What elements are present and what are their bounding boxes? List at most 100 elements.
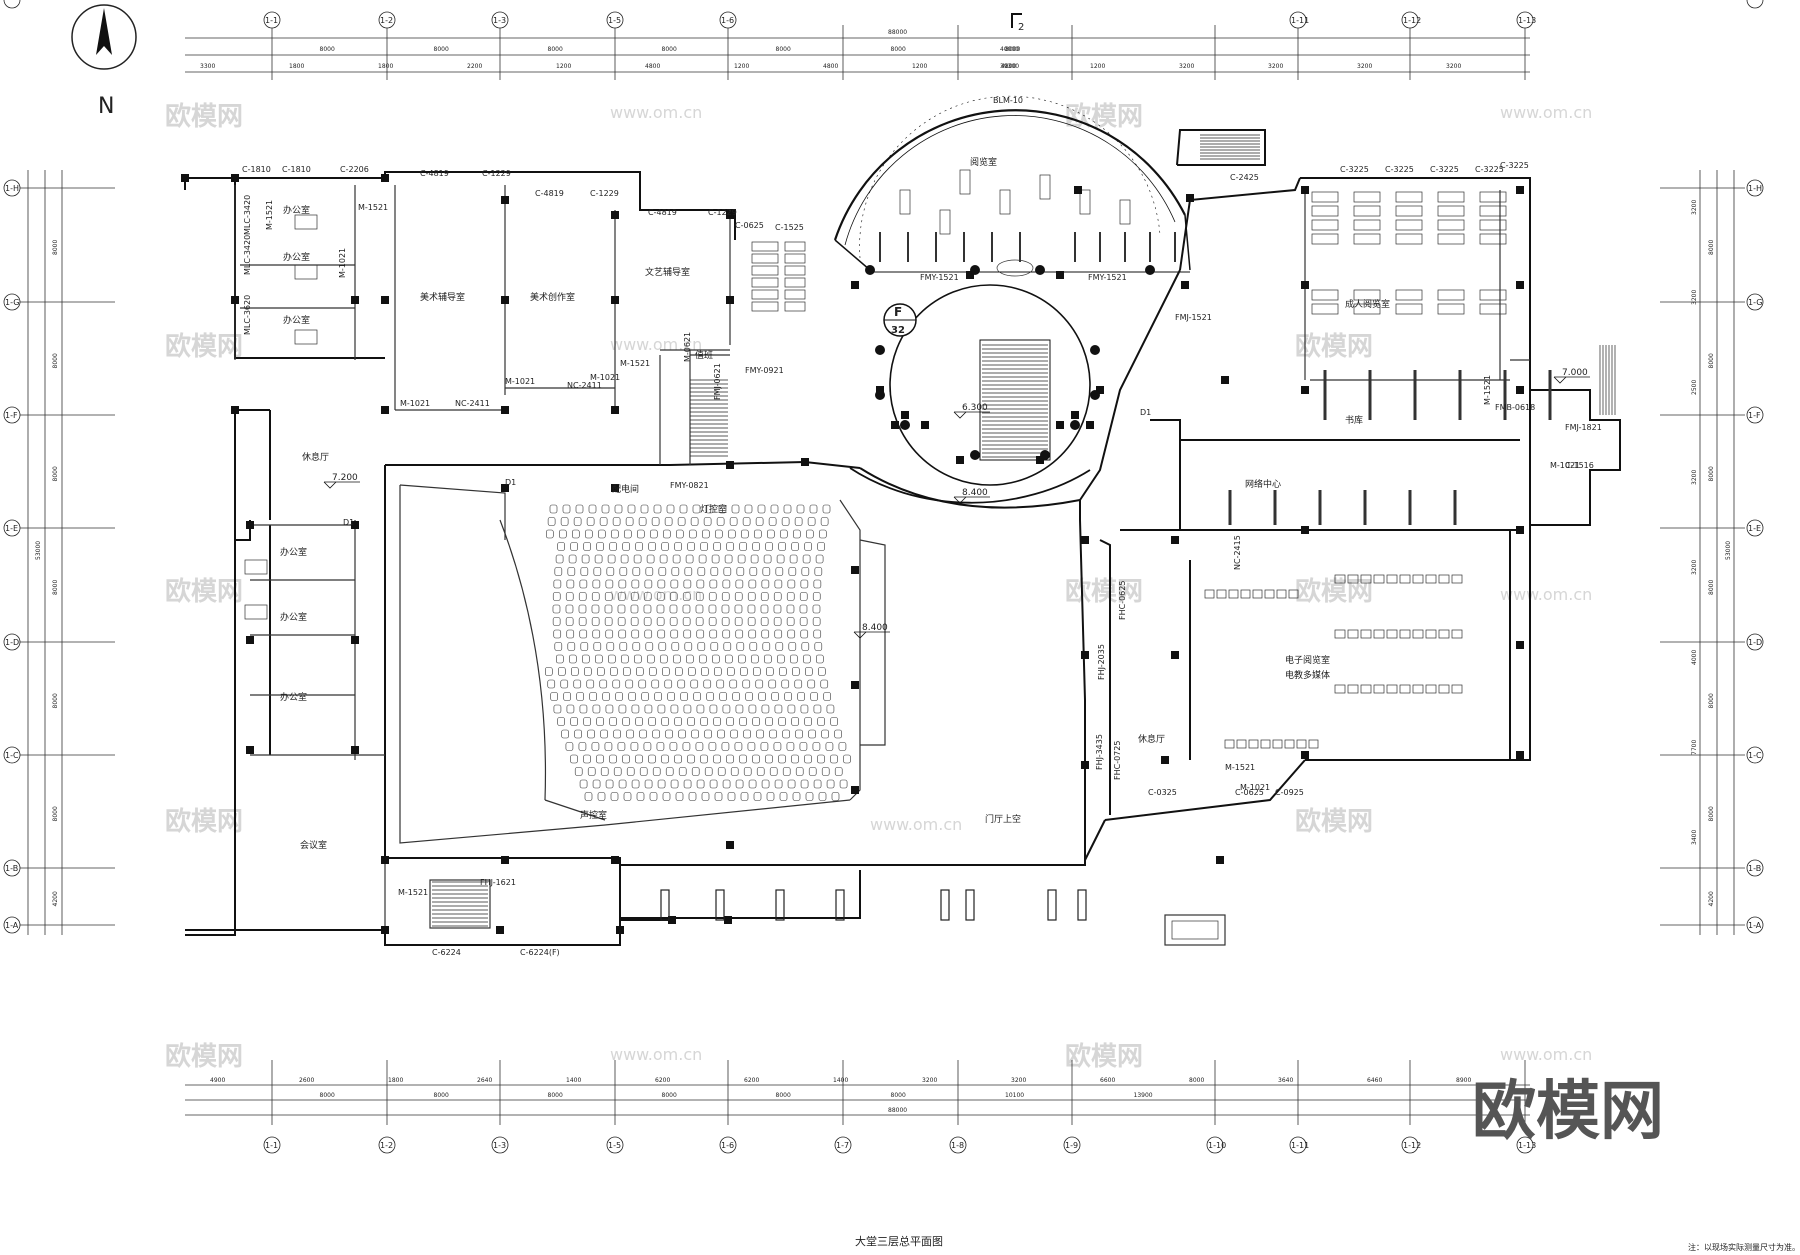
seat [586,517,595,526]
seat [710,567,719,576]
seat [787,629,796,639]
round-column [875,345,885,355]
door-tag: FMJ-0621 [713,363,722,400]
dimension-detail-bottom: 4900 [210,1077,225,1084]
column [496,926,504,934]
seat [740,667,748,676]
dimension-bay-top: 8000 [662,46,677,53]
seat [756,729,764,739]
seat [687,754,695,764]
seat [627,504,636,514]
column [501,484,509,492]
axis-bubble-bottom [491,1136,509,1154]
seat [662,529,671,539]
computer-desk [1412,629,1424,639]
desk [1437,219,1465,231]
seat [579,779,588,789]
computer-desk [1240,589,1251,599]
seat [596,754,604,764]
room-label: 办公室 [283,251,310,263]
level-symbol [1553,376,1567,384]
seat [709,629,718,639]
dimension-detail-top: 2200 [467,63,482,70]
column [611,296,619,304]
auditorium-seating [545,504,851,801]
seat [786,742,795,751]
door-tag: FHJ-3435 [1095,734,1104,770]
axis-label-left: 1-C [5,751,19,760]
seat [716,517,725,526]
column [611,211,619,219]
door-tag: C-1810 [242,165,271,174]
computer-desk [1425,629,1437,639]
computer-desk [1373,574,1385,584]
computer-desk [1284,739,1295,749]
seat [674,754,682,764]
seat [620,554,629,564]
seat [631,629,640,639]
dimension-bay-left: 8000 [52,353,59,368]
dimension-detail-bottom: 8000 [1189,1077,1204,1084]
door-tag: NC-2415 [1233,535,1242,570]
seat [628,692,636,701]
seat [623,792,632,801]
seat [632,642,641,651]
seat [760,742,769,751]
toilet-cubicle [751,289,779,300]
seat [729,517,738,526]
seat [730,729,738,739]
desk [1479,303,1507,315]
toilet-cubicle [751,277,779,288]
seat [788,642,797,651]
seat [587,767,596,776]
axis-bubble-top [1401,11,1419,29]
column [611,856,619,864]
seat [739,754,747,764]
seat [830,717,838,726]
seat [682,592,691,601]
column [181,174,189,182]
seat [639,729,647,739]
seat [701,529,710,539]
seat [634,654,642,664]
dimension-total-right: 53000 [1725,541,1732,560]
seat [706,692,714,701]
seat [615,692,623,701]
seat [700,717,708,726]
axis-bubble-right [1746,179,1764,197]
dimension-bay-bottom: 8000 [662,1092,677,1099]
level-symbol [323,481,337,489]
seat [553,629,562,639]
seat [817,542,825,551]
seat [791,754,799,764]
seat [799,604,808,614]
computer-desk [1399,574,1411,584]
seat [684,567,693,576]
computer-desk [1347,629,1359,639]
door-tag: MLC-3620 [243,295,252,335]
round-column [900,420,910,430]
seat [684,642,693,651]
room-label: 办公室 [283,204,310,216]
pillar [775,889,785,921]
room-label: 阅览室 [970,156,997,168]
door-tag: C-2206 [340,165,369,174]
seat [712,654,720,664]
computer-desk [1308,739,1319,749]
computer-desk [1438,574,1450,584]
seat [747,604,756,614]
axis-bubble-bottom [719,1136,737,1154]
seat [682,604,691,614]
seat [755,679,764,689]
computer-desk [1216,589,1227,599]
seat [763,554,772,564]
column [1071,411,1079,419]
seat [661,754,669,764]
door-tag: FMB-0618 [1495,403,1535,412]
dimension-bay-left: 8000 [52,466,59,481]
seat [569,654,577,664]
seat [612,517,621,526]
watermark-layer: 欧模网欧模网欧模网欧模网欧模网欧模网欧模网欧模网欧模网欧模网欧模网www.om.… [165,101,1592,1072]
seat [774,704,783,714]
